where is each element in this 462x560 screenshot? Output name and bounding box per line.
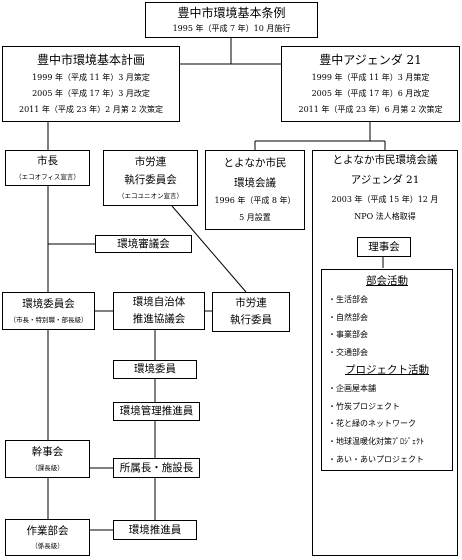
promotion-council-name: 環境自治体	[132, 296, 186, 309]
agenda21-council-incorporated: 2003 年（平成 15 年）12 月	[331, 195, 439, 204]
environment-committee-note: （市長・特別職・部長級）	[9, 316, 88, 324]
basic-plan-title: 豊中市環境基本計画	[36, 53, 145, 67]
citizen-council-box: とよなか市民 環境会議 1996 年（平成 8 年） 5 月設置	[205, 150, 305, 230]
agenda21-title: 豊中アジェンダ 21	[319, 53, 422, 67]
environment-committee-title: 環境委員会	[22, 298, 75, 310]
activities-heading-text: 部会活動	[366, 275, 408, 287]
activities-heading: 部会活動	[322, 273, 452, 291]
agenda21-history: 1999 年（平成 11 年）3 月策定	[311, 73, 430, 82]
promotion-council-box: 環境自治体 推進協議会	[113, 292, 205, 330]
agenda21-council-incorporated: NPO 法人格取得	[354, 212, 416, 221]
list-item: ・花と緑のネットワーク	[328, 419, 416, 429]
environment-committee-box: 環境委員会 （市長・特別職・部長級）	[2, 292, 95, 330]
secretariat-note: （課長級）	[31, 464, 64, 472]
promotion-council-name: 推進協議会	[132, 312, 186, 325]
working-group-note: （係長級）	[31, 542, 64, 551]
union-executives-name: 執行委員	[230, 314, 272, 326]
list-item: ・竹炭プロジェクト	[328, 401, 400, 411]
list-item: ・企画屋本舗	[328, 383, 376, 393]
environmental-council-box: 環境審議会	[95, 235, 192, 253]
env-management-promoters-label: 環境管理推進員	[119, 405, 194, 417]
secretariat-title: 幹事会	[31, 446, 64, 458]
environment-promoters-box: 環境推進員	[113, 520, 197, 540]
list-item: ・自然部会	[328, 312, 368, 322]
facility-heads-box: 所属長・施設長	[113, 458, 200, 478]
citizen-council-name: 環境会議	[234, 176, 276, 189]
citizen-council-established: 1996 年（平成 8 年）	[214, 196, 296, 206]
agenda21-history: 2011 年（平成 23 年）6 月第 2 次策定	[298, 105, 443, 114]
list-item: ・事業部会	[328, 330, 368, 340]
list-item: ・交通部会	[328, 348, 368, 358]
agenda21-council-panel: とよなか市民環境会議 アジェンダ 21 2003 年（平成 15 年）12 月 …	[312, 150, 458, 556]
list-item: ・地球温暖化対策ﾌﾟﾛｼﾞｪｸﾄ	[328, 437, 424, 447]
connector-union-committee-to-executives	[171, 205, 247, 293]
ordinance-box: 豊中市環境基本条例 1995 年（平成 7 年）10 月施行	[145, 2, 318, 38]
mayor-note: （エコオフィス宣言）	[15, 172, 80, 181]
environment-members-label: 環境委員	[134, 363, 176, 375]
citizen-council-name: とよなか市民	[223, 157, 287, 170]
basic-plan-history: 2005 年（平成 17 年）3 月改定	[32, 89, 150, 98]
board-label: 理事会	[368, 240, 400, 253]
environment-promoters-label: 環境推進員	[128, 523, 182, 536]
agenda21-history: 2005 年（平成 17 年）6 月改定	[311, 89, 430, 98]
basic-plan-history: 2011 年（平成 23 年）2 月第 2 次策定	[19, 105, 163, 114]
basic-plan-history: 1999 年（平成 11 年）3 月策定	[32, 73, 150, 82]
activities-box: 部会活動 ・生活部会 ・自然部会 ・事業部会 ・交通部会 プロジェクト活動 ・企…	[321, 269, 453, 471]
union-executives-name: 市労連	[235, 297, 267, 309]
list-item: ・あい・あいプロジェクト	[328, 454, 424, 464]
citizen-council-established: 5 月設置	[239, 212, 271, 222]
union-committee-name: 執行委員会	[124, 174, 177, 186]
union-executive-committee-box: 市労連 執行委員会 （エコユニオン宣言）	[103, 150, 198, 206]
list-item: ・生活部会	[328, 294, 368, 304]
mayor-box: 市長 （エコオフィス宣言）	[5, 150, 90, 186]
board-box: 理事会	[357, 237, 411, 257]
agenda21-council-name: とよなか市民環境会議	[332, 154, 438, 166]
ordinance-date: 1995 年（平成 7 年）10 月施行	[172, 23, 291, 33]
union-committee-name: 市労連	[134, 156, 167, 168]
working-group-box: 作業部会 （係長級）	[5, 519, 90, 556]
basic-plan-box: 豊中市環境基本計画 1999 年（平成 11 年）3 月策定 2005 年（平成…	[2, 46, 180, 122]
union-executives-box: 市労連 執行委員	[212, 292, 290, 332]
environmental-council-label: 環境審議会	[117, 237, 170, 250]
agenda21-box: 豊中アジェンダ 21 1999 年（平成 11 年）3 月策定 2005 年（平…	[281, 46, 460, 122]
facility-heads-label: 所属長・施設長	[119, 461, 194, 474]
ordinance-title: 豊中市環境基本条例	[177, 6, 286, 21]
working-group-title: 作業部会	[26, 524, 69, 537]
env-management-promoters-box: 環境管理推進員	[113, 402, 200, 421]
activities-heading: プロジェクト活動	[322, 362, 452, 380]
agenda21-council-name: アジェンダ 21	[350, 174, 420, 186]
secretariat-box: 幹事会 （課長級）	[5, 440, 90, 478]
mayor-title: 市長	[37, 155, 58, 168]
union-committee-note: （エコユニオン宣言）	[118, 192, 183, 200]
environment-members-box: 環境委員	[113, 360, 197, 379]
activities-heading-text: プロジェクト活動	[345, 363, 429, 376]
